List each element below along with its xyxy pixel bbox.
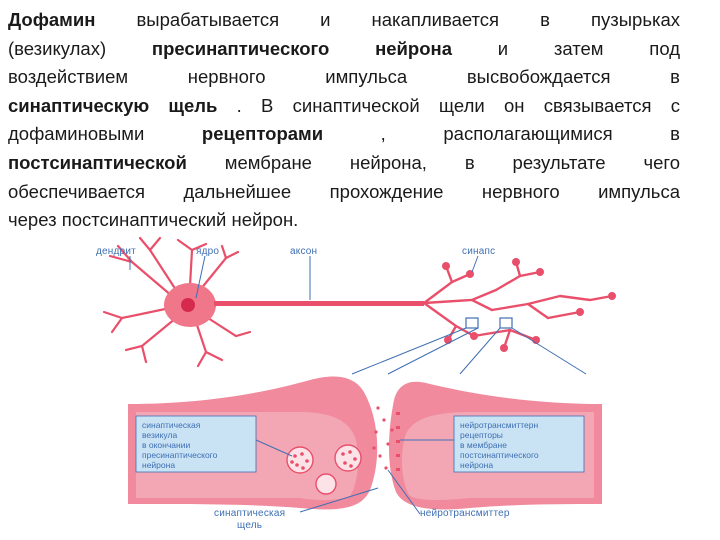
label-pointers [129, 255, 479, 300]
vesicle-box-line: везикула [142, 430, 178, 440]
zoom-lines [351, 327, 587, 375]
term-presynaptic: пресинаптического нейрона [151, 37, 452, 59]
label-axon: аксон [290, 246, 318, 257]
vesicle-contents [290, 450, 357, 470]
receptor-info-box [453, 415, 585, 473]
text-line-2: (везикулах) пресинаптического нейрона и … [8, 35, 680, 64]
text-line-7: обеспечивается дальнейшее прохождение не… [8, 180, 680, 202]
text-line-1: Дофамин вырабатывается и накапливается в… [8, 6, 680, 35]
text-span: вырабатывается и накапливается в пузырьк… [95, 9, 680, 30]
text-span: мембране нейрона, в результате чего [186, 151, 680, 173]
receptor-box-line: постсинаптического [460, 450, 539, 460]
vesicle-box-line: пресинаптического [142, 450, 218, 460]
nucleus [181, 298, 195, 312]
receptor-box-text: нейротрансмиттерн рецепторы в мембране п… [460, 420, 539, 470]
text-line-8: через постсинаптический нейрон. [8, 209, 299, 231]
vesicle-box-line: в окончании [142, 440, 191, 450]
terminal-buttons [442, 258, 616, 352]
axon [214, 301, 424, 306]
text-span: , располагающимися в [323, 123, 680, 145]
text-line-3: воздействием нервного импульса высвобожд… [8, 66, 680, 88]
neurotransmitter-dots [372, 406, 394, 470]
term-dopamine: Дофамин [8, 9, 96, 30]
label-synapse: синапс [462, 246, 496, 257]
text-span: (везикулах) [8, 37, 152, 59]
vesicle-info-box [135, 415, 257, 473]
cleft-line: синаптическая [214, 508, 286, 519]
text-span: дофаминовыми [8, 123, 202, 145]
label-nucleus: ядро [196, 246, 220, 257]
label-neurotransmitter: нейротрансмиттер [420, 508, 510, 519]
vesicle-box-line: синаптическая [142, 420, 201, 430]
receptors [396, 412, 400, 471]
term-synaptic-cleft: синаптическую щель [8, 94, 218, 116]
vesicles [286, 444, 362, 495]
text-span: и затем под [452, 37, 680, 59]
vesicle-box-line: нейрона [142, 460, 176, 470]
paragraph: Дофамин вырабатывается и накапливается в… [8, 6, 680, 235]
box-pointers [255, 439, 454, 515]
receptor-box-line: в мембране [460, 440, 507, 450]
label-dendrite: дендрит [96, 246, 136, 257]
receptor-box-line: нейротрансмиттерн [460, 420, 539, 430]
zoom-box-2 [499, 317, 513, 329]
text-line-5: дофаминовыми рецепторами , располагающим… [8, 120, 680, 149]
term-postsynaptic: постсинаптической [8, 151, 187, 173]
text-span: . В синаптической щели он связывается с [217, 94, 680, 116]
receptor-box-line: нейрона [460, 460, 494, 470]
text-line-6: постсинаптической мембране нейрона, в ре… [8, 149, 680, 178]
axon-terminals [422, 260, 614, 350]
vesicle-box-text: синаптическая везикула в окончании преси… [142, 420, 217, 470]
label-cleft: синаптическая щель [214, 508, 285, 532]
receptor-box-line: рецепторы [460, 430, 503, 440]
text-line-4: синаптическую щель . В синаптической щел… [8, 92, 680, 121]
zoom-box-1 [465, 317, 479, 329]
cleft-line: щель [237, 520, 263, 531]
term-receptors: рецепторами [201, 123, 324, 145]
